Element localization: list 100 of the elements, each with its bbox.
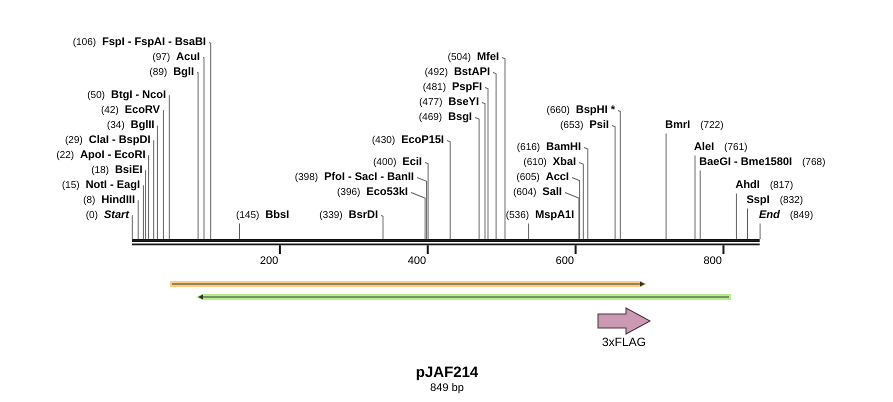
site-position: (8) [83,194,96,208]
leader-line [700,170,701,240]
site-name: BamHI [546,140,581,154]
leader-line [572,177,580,240]
leader-line [196,72,199,240]
site-position: (660) [546,104,570,118]
leader-line [138,200,139,240]
leader-line [484,87,488,240]
site-name: BsiEI [114,163,142,177]
leader-line [482,102,486,240]
leader-line [474,117,480,240]
site-position: (29) [64,134,83,148]
scale-label: 200 [260,255,278,268]
site-name: NotI - EagI [86,178,140,192]
leader-line [153,140,154,240]
site-name: EciI [402,155,422,169]
site-position: (400) [373,156,396,170]
site-position: (42) [100,104,119,118]
scale-label: 600 [556,255,574,268]
leader-line [208,42,212,240]
sequence-ruler [132,239,760,254]
site-name: BbsI [265,208,290,222]
map-title: pJAF214 [416,364,478,381]
feature-label: 3xFLAG [602,335,646,349]
site-name: BsgI [448,110,472,124]
leader-line [666,133,667,240]
site-position: (396) [337,186,360,200]
site-position: (536) [506,209,530,223]
leader-line [145,170,146,240]
leader-line [612,125,616,240]
site-position: (492) [424,66,448,80]
site-name: AleI [694,140,714,154]
leader-line [202,57,204,240]
site-position: (481) [422,81,446,95]
site-position: (89) [149,66,168,80]
site-position: (504) [448,51,471,65]
site-name: Eco53kI [366,185,408,199]
site-position: (34) [106,119,125,133]
site-position: (18) [91,164,109,178]
site-name: HindIII [101,193,135,207]
leader-line [528,223,530,240]
site-name: BstAPI [454,65,490,79]
site-position: (50) [87,89,105,103]
site-position: (832) [780,194,804,208]
site-position: (616) [516,141,540,155]
site-name: AhdI [735,178,760,192]
site-position: (430) [372,134,396,148]
leader-line [694,155,696,240]
site-name: SspI [746,193,770,207]
leader-line [760,223,761,240]
site-position: (339) [319,209,343,223]
site-position: (817) [770,179,794,193]
scale-label: 400 [408,255,426,268]
site-name: BsrDI [348,208,378,222]
site-position: (653) [560,119,584,133]
site-position: (761) [724,141,748,155]
site-name: AccI [546,170,569,184]
leader-line [564,192,580,240]
site-name: EcoP15I [401,133,444,147]
site-position: (768) [802,156,826,170]
site-position: (604) [513,186,536,200]
site-name: ApoI - EcoRI [80,148,146,162]
site-position: (145) [236,209,260,223]
leader-line [578,162,584,240]
site-name: PspFI [452,80,482,94]
leader-line [410,192,426,240]
site-position: (0) [86,209,98,223]
site-position: (22) [56,149,74,163]
site-name: End [759,208,780,222]
site-name: BaeGI - Bme1580I [699,155,792,169]
site-position: (469) [418,111,442,125]
leader-line [132,215,133,240]
leader-line [168,95,170,240]
site-name: PsiI [589,118,609,132]
sequence-length: 849 bp [430,382,464,395]
site-name: ClaI - BspDI [88,133,150,147]
site-name: BtgI - NcoI [111,88,166,102]
site-name: SalI [542,185,562,199]
leader-line [380,215,384,240]
leader-line [416,177,428,240]
site-position: (398) [294,171,318,185]
site-name: AcuI [176,50,200,64]
site-position: (15) [62,179,80,193]
leader-line [156,125,158,240]
site-name: XbaI [552,155,576,169]
leader-line [239,223,240,240]
site-name: PfoI - SacI - BanII [324,170,414,184]
site-position: (605) [516,171,540,185]
site-name: MfeI [477,50,499,64]
leader-line [502,57,506,240]
site-position: (106) [72,36,96,50]
leader-line [148,155,150,240]
site-name: BglI [173,65,194,79]
site-name: BseYI [448,95,479,109]
leader-line [162,110,164,240]
site-name: MspA1I [535,208,574,222]
leader-line [736,193,737,240]
site-name: BspHI * [576,103,615,117]
site-position: (722) [700,119,724,133]
site-position: (849) [790,209,814,223]
